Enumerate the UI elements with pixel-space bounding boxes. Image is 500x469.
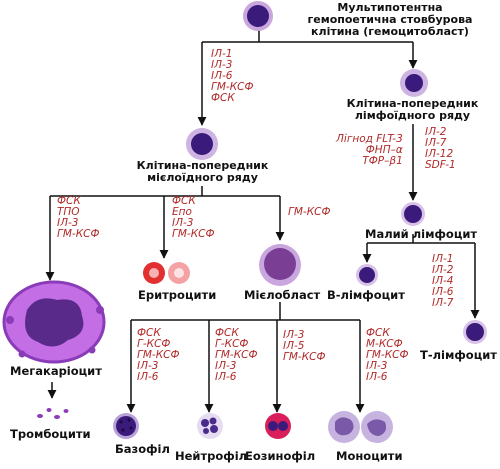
- basophil-icon: [113, 413, 139, 439]
- eosinophil-label: Еозинофіл: [245, 449, 316, 463]
- factors-monocyte: ФСК М-КСФ ГМ-КСФ ІЛ-3 ІЛ-6: [366, 327, 409, 383]
- factors-eosinophil: ІЛ-3 ІЛ-5 ГМ-КСФ: [283, 329, 326, 363]
- lymphoid-progenitor-icon: [400, 69, 428, 97]
- platelets-label: Тромбоцити: [10, 427, 91, 441]
- monocyte-icon: [328, 411, 393, 443]
- megakaryocyte-icon: [2, 280, 106, 364]
- stem-cell-label: Мультипотентна гемопоетична стовбурова к…: [307, 1, 473, 38]
- myeloid-progenitor-icon: [186, 128, 218, 160]
- t-lymphocyte-icon: [463, 320, 487, 344]
- factors-t-lymphocyte: ІЛ-1 ІЛ-2 ІЛ-4 ІЛ-6 ІЛ-7: [432, 253, 454, 309]
- erythrocyte-icon: [168, 262, 190, 284]
- factors-erythrocyte: ФСК Епо ІЛ-3 ГМ-КСФ: [172, 195, 215, 240]
- stem-cell-icon: [243, 1, 273, 31]
- factors-basophil: ФСК Г-КСФ ГМ-КСФ ІЛ-3 ІЛ-6: [137, 327, 180, 383]
- myeloblast-icon: [259, 244, 301, 286]
- factors-stem-to-myeloid: ІЛ-1 ІЛ-3 ІЛ-6 ГМ-КСФ ФСК: [211, 48, 254, 104]
- myeloid-progenitor-label: Клітина-попередник мієлоїдного ряду: [136, 159, 269, 184]
- b-lymphocyte-label: В-лімфоцит: [327, 288, 405, 302]
- neutrophil-icon: [197, 413, 223, 439]
- platelets-icon: [37, 408, 69, 419]
- small-lymphocyte-label: Малий лімфоцит: [365, 227, 478, 241]
- basophil-label: Базофіл: [115, 442, 170, 456]
- erythrocytes-label: Еритроцити: [138, 288, 217, 302]
- lymphoid-progenitor-label: Клітина-попередник лімфоїдного ряду: [346, 97, 479, 122]
- t-lymphocyte-label: Т-лімфоцит: [420, 348, 497, 362]
- eosinophil-icon: [265, 413, 291, 439]
- factors-megakaryocyte: ФСК ТПО ІЛ-3 ГМ-КСФ: [57, 195, 100, 240]
- monocytes-label: Моноцити: [336, 449, 403, 463]
- factors-myeloblast: ГМ-КСФ: [288, 206, 331, 218]
- erythrocyte-icon: [143, 262, 165, 284]
- neutrophil-label: Нейтрофіл: [175, 449, 248, 463]
- b-lymphocyte-icon: [356, 264, 378, 286]
- myeloblast-label: Мієлобласт: [244, 288, 321, 302]
- factors-lymphoid-left: Лігнод FLT-3 ФНП–α ТФР–β1: [336, 133, 403, 167]
- megakaryocyte-label: Мегакаріоцит: [10, 364, 102, 378]
- factors-neutrophil: ФСК Г-КСФ ГМ-КСФ ІЛ-3 ІЛ-6: [215, 327, 258, 383]
- small-lymphocyte-icon: [401, 202, 425, 226]
- factors-lymphoid-right: ІЛ-2 ІЛ-7 ІЛ-12 SDF-1: [425, 126, 456, 171]
